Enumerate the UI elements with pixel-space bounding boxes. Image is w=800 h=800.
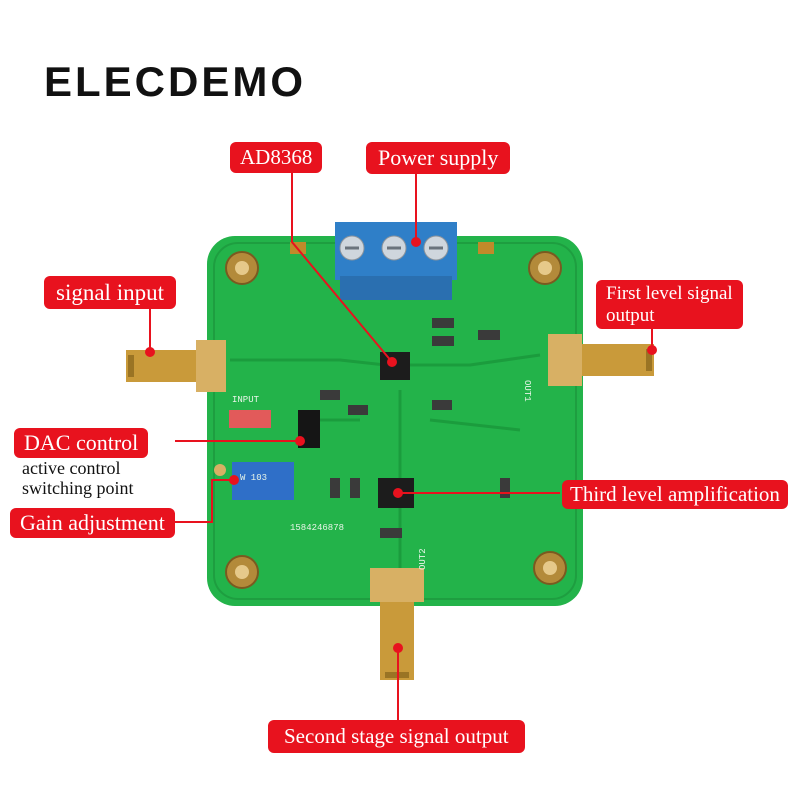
terminal-block [335,222,457,300]
power-supply-label: Power supply [366,142,511,174]
silk-out2: OUT2 [418,548,428,570]
silk-serial: 1584246878 [290,523,344,533]
silkscreen-text: INPUT 1584246878 W 103 [232,395,344,533]
potentiometer [232,462,294,500]
signal-input-label: signal input [44,276,176,309]
leader-lines [149,170,653,722]
silk-input: INPUT [232,395,260,405]
chip-label: AD8368 [230,142,323,173]
silk-out1: OUT1 [522,380,532,402]
sma-connector-out1 [548,334,654,386]
sma-connector-input [126,340,226,392]
silk-pot: W 103 [240,473,267,483]
second-stage-label: Second stage signal output [268,720,525,753]
gain-adjustment-label: Gain adjustment [10,508,175,538]
dac-control-label: DAC control [14,428,149,458]
third-level-label: Third level amplification [562,480,788,509]
brand-logo: ELECDEMO [44,58,307,105]
dac-sub-caption: active control switching point [22,458,134,498]
smd-components [290,242,510,538]
pcb-board [207,236,583,606]
first-level-label: First level signal output [596,280,743,329]
